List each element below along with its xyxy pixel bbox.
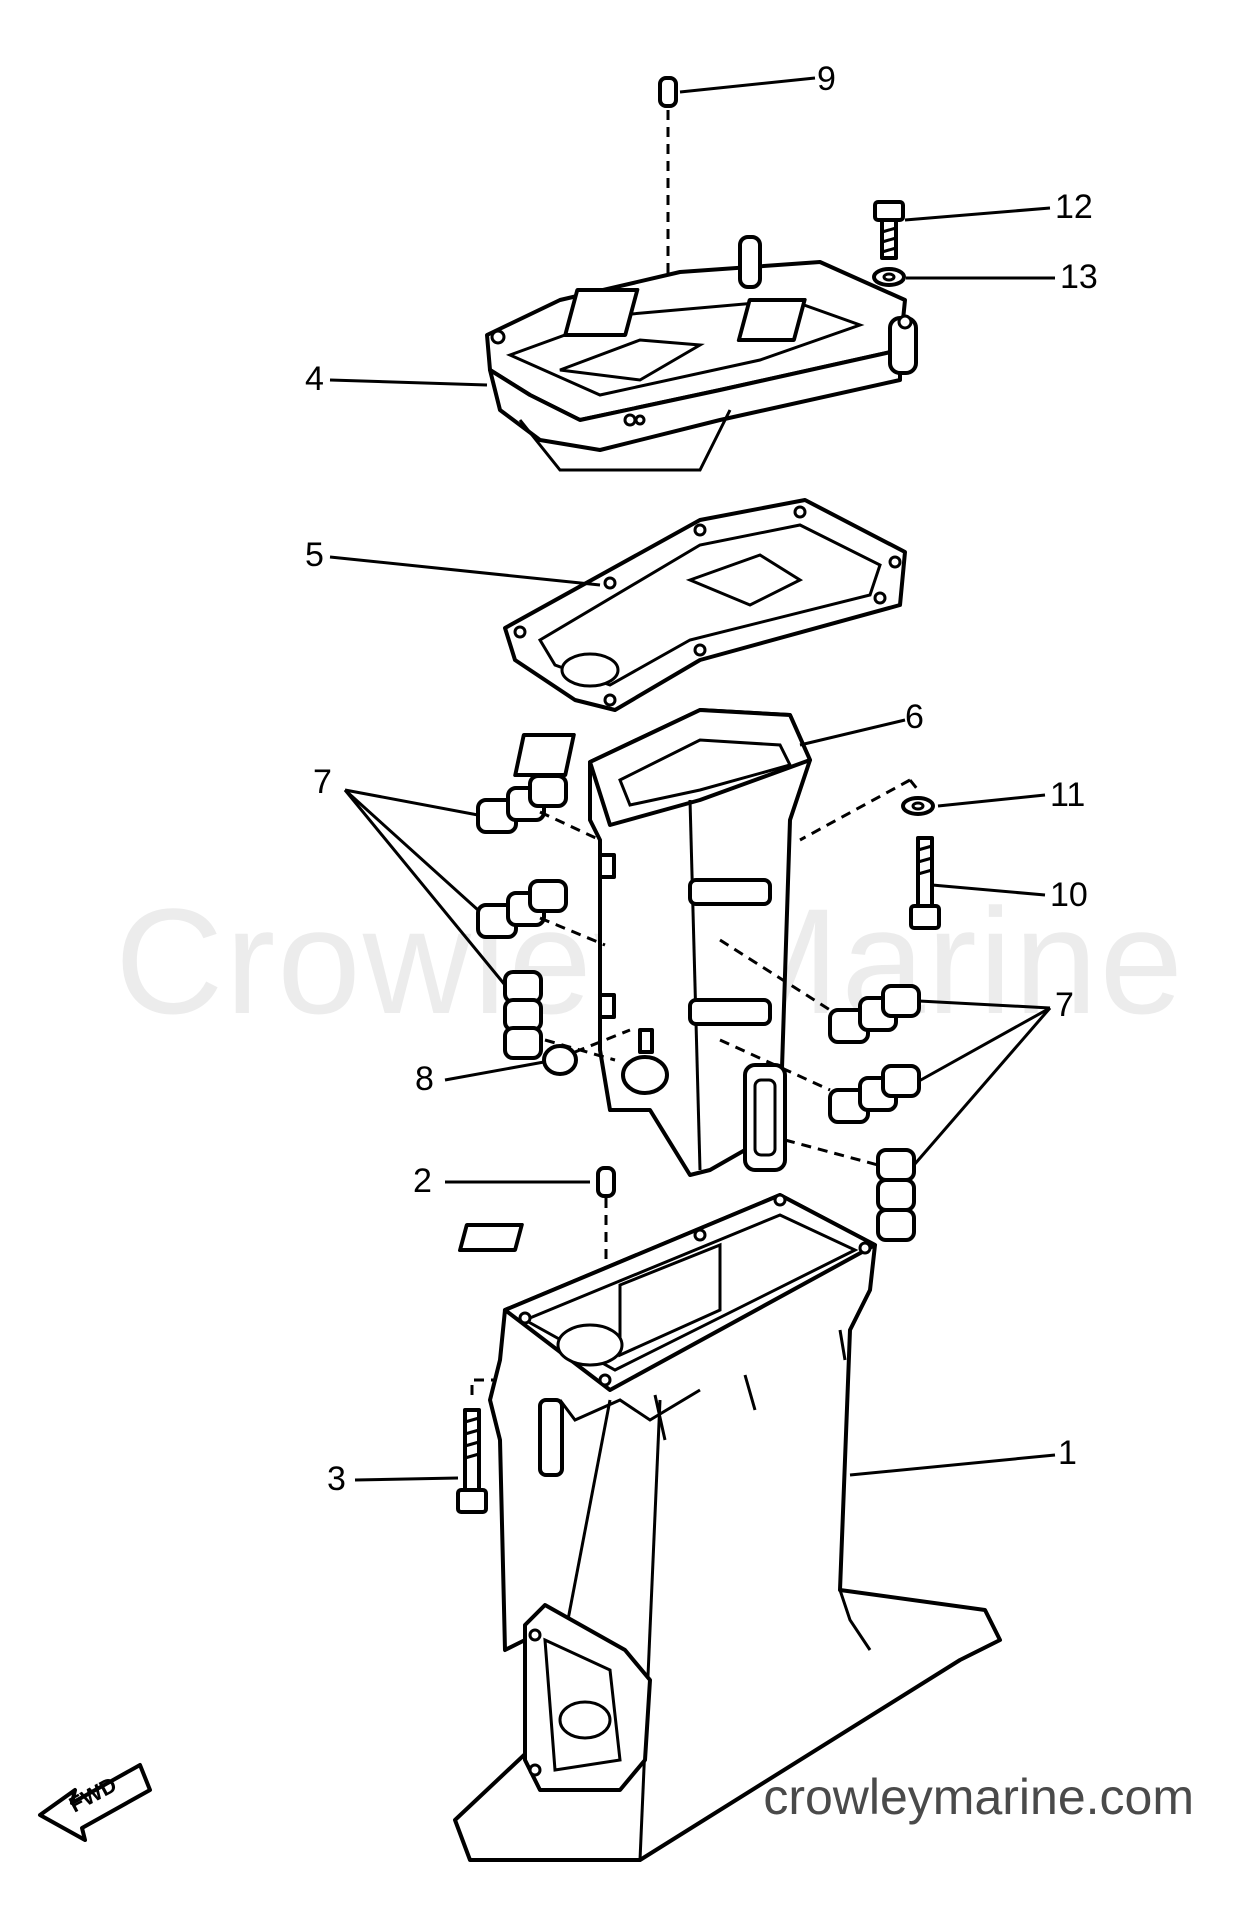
callout-8: 8 (415, 1060, 434, 1098)
part-7-grommets-left (476, 774, 616, 1062)
callout-7-right: 7 (1055, 986, 1074, 1024)
part-6-exhaust-guide (513, 708, 812, 1177)
callout-11: 11 (1050, 776, 1086, 814)
callout-4: 4 (305, 360, 324, 398)
callout-5: 5 (305, 536, 324, 574)
callout-6: 6 (905, 698, 924, 736)
callout-9: 9 (817, 60, 836, 98)
site-url: crowleymarine.com (763, 1769, 1194, 1825)
callout-13: 13 (1060, 258, 1098, 296)
fwd-arrow-icon (38, 1763, 152, 1842)
callout-10: 10 (1050, 876, 1088, 914)
callout-12: 12 (1055, 188, 1093, 226)
part-13-washer (872, 267, 906, 287)
part-8-plug (542, 1028, 631, 1076)
part-5-gasket (503, 498, 907, 712)
part-1-upper-case (453, 1193, 1002, 1862)
part-10-bolt (909, 836, 941, 930)
callout-2: 2 (413, 1162, 432, 1200)
callout-7-left: 7 (313, 763, 332, 801)
callout-1: 1 (1058, 1434, 1077, 1472)
part-11-washer (799, 778, 935, 842)
leader-lines (329, 76, 1056, 1482)
part-2-dowel-pin (596, 1166, 616, 1400)
callout-3: 3 (327, 1460, 346, 1498)
part-3-bolt (456, 1378, 520, 1514)
part-12-bolt (873, 200, 905, 260)
part-7-grommets-right (719, 938, 921, 1242)
part-4-upper-casing (485, 235, 918, 472)
part-9-dowel-pin (658, 76, 678, 285)
